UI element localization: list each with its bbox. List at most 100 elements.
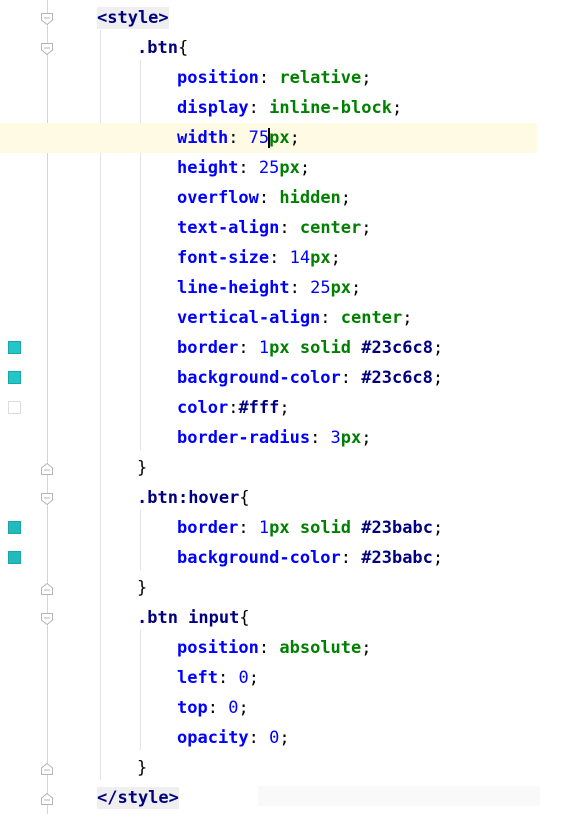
code-line[interactable]: border: 1px solid #23c6c8; [0,333,585,363]
code-line[interactable]: .btn{ [0,33,585,63]
code-text: .btn{ [137,37,188,59]
code-token: ; [432,368,444,388]
code-line[interactable]: opacity: 0; [0,723,585,753]
code-line[interactable]: position: relative; [0,63,585,93]
code-token: ; [432,548,444,568]
code-line[interactable]: } [0,753,585,783]
code-line[interactable]: position: absolute; [0,633,585,663]
code-line[interactable]: height: 25px; [0,153,585,183]
code-text: width: 75px; [177,127,300,149]
code-token: inline-block [269,98,392,118]
code-line[interactable]: width: 75px; [0,123,537,153]
code-line[interactable]: .btn input{ [0,603,585,633]
code-token: absolute [279,638,362,658]
code-token: #23c6c8 [361,338,433,358]
code-line[interactable]: } [0,573,585,603]
code-token: position [177,638,259,658]
code-token: } [137,578,148,598]
code-line[interactable]: border-radius: 3px; [0,423,585,453]
code-token: ; [279,398,290,418]
color-swatch-icon[interactable] [8,371,21,384]
code-token: text-align [177,218,280,238]
code-token: : [258,638,280,658]
code-token: px [310,248,331,268]
code-token: ; [361,68,372,88]
code-line[interactable]: font-size: 14px; [0,243,585,273]
code-token: ; [289,128,300,148]
code-line[interactable]: background-color: #23c6c8; [0,363,585,393]
code-text: opacity: 0; [177,727,290,749]
code-text: vertical-align: center; [177,307,412,329]
fold-collapse-icon[interactable] [40,791,54,805]
code-text: line-height: 25px; [177,277,361,299]
code-line[interactable]: left: 0; [0,663,585,693]
indent-guide [100,30,101,780]
code-text: overflow: hidden; [177,187,351,209]
fold-expand-icon[interactable] [40,611,54,626]
code-line[interactable]: } [0,453,585,483]
code-text: font-size: 14px; [177,247,341,269]
code-token: border [177,338,239,358]
code-token: center [299,218,362,238]
code-token: overflow [177,188,259,208]
color-swatch-icon[interactable] [8,341,21,354]
code-token: 3 [330,428,341,448]
code-line[interactable]: color:#fff; [0,393,585,423]
code-token: ; [238,698,249,718]
fold-expand-icon[interactable] [40,11,54,26]
code-token: 0 [238,668,249,688]
code-text: color:#fff; [177,397,290,419]
code-text: .btn input{ [137,607,250,629]
indent-guide [140,510,141,570]
code-text: position: absolute; [177,637,372,659]
fold-expand-icon[interactable] [40,41,54,56]
code-token: 14 [289,248,311,268]
code-line[interactable]: </style> [0,783,585,813]
code-token: 0 [228,698,239,718]
code-token: { [177,38,189,58]
code-text: text-align: center; [177,217,372,239]
code-text: position: relative; [177,67,372,89]
code-line[interactable]: display: inline-block; [0,93,585,123]
code-token: center [340,308,403,328]
blurred-region [258,786,540,806]
fold-expand-icon[interactable] [40,491,54,506]
code-token: 25 [310,278,331,298]
code-token: ; [351,278,362,298]
code-token: : [269,248,290,268]
code-token: : [279,218,300,238]
code-text: display: inline-block; [177,97,402,119]
code-line[interactable]: text-align: center; [0,213,585,243]
code-token: : [340,368,362,388]
code-token: <style> [97,8,169,28]
code-line[interactable]: line-height: 25px; [0,273,585,303]
code-line[interactable]: <style> [0,3,585,33]
fold-collapse-icon[interactable] [40,581,54,595]
code-token: </style> [97,788,179,808]
indent-guide [140,60,141,450]
code-line[interactable]: overflow: hidden; [0,183,585,213]
gutter-divider [47,0,48,814]
color-swatch-icon[interactable] [8,401,21,414]
code-token: : [320,308,341,328]
fold-collapse-icon[interactable] [40,761,54,775]
code-token: : [248,98,270,118]
code-token: display [177,98,249,118]
fold-collapse-icon[interactable] [40,461,54,475]
code-token: #23c6c8 [361,368,433,388]
code-line[interactable]: .btn:hover{ [0,483,585,513]
code-token: : [258,68,280,88]
code-line[interactable]: top: 0; [0,693,585,723]
code-line[interactable]: border: 1px solid #23babc; [0,513,585,543]
code-text: background-color: #23babc; [177,547,443,569]
code-line[interactable]: background-color: #23babc; [0,543,585,573]
code-token: top [177,698,208,718]
code-token: opacity [177,728,249,748]
code-line[interactable]: vertical-align: center; [0,303,585,333]
color-swatch-icon[interactable] [8,521,21,534]
code-token: px [340,428,362,448]
code-token: ; [391,98,403,118]
code-token: left [177,668,218,688]
color-swatch-icon[interactable] [8,551,21,564]
